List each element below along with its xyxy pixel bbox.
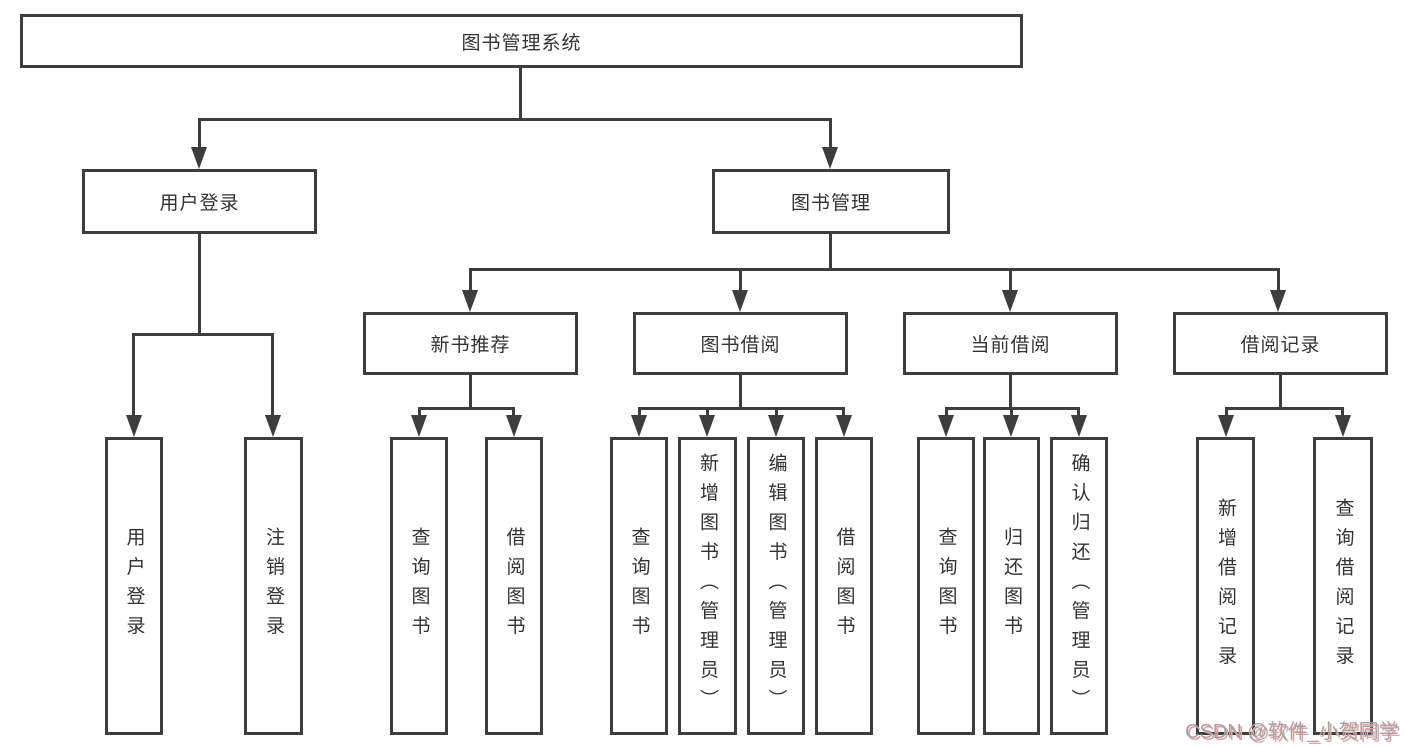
arrowhead-leaf	[768, 415, 784, 437]
leaf-edit-book-admin: 编辑图书（管理员）	[747, 437, 805, 735]
connector-drop-leaf-login	[132, 333, 135, 417]
leaf-confirm-return-admin: 确认归还（管理员）	[1050, 437, 1108, 735]
arrowhead-leaf	[1218, 415, 1234, 437]
leaf-label: 注销登录	[263, 527, 284, 645]
connector-drop	[1077, 407, 1080, 419]
connector-borrow-records-stem	[1279, 375, 1282, 410]
connector-drop	[1010, 407, 1013, 419]
node-label: 当前借阅	[970, 335, 1051, 356]
leaf-return-book: 归还图书	[983, 437, 1040, 735]
arrowhead-leaf	[506, 415, 522, 437]
connector-root-branch	[198, 118, 832, 121]
arrowhead-leaf	[411, 415, 427, 437]
leaf-label: 借阅图书	[833, 527, 855, 645]
node-label: 借阅记录	[1240, 335, 1321, 356]
leaf-user-login: 用户登录	[105, 437, 163, 735]
arrowhead-leaf	[1071, 415, 1087, 437]
leaf-borrow-book-recommend: 借阅图书	[485, 437, 543, 735]
leaf-label: 查询图书	[408, 527, 430, 645]
arrowhead-leaf-logout	[265, 415, 281, 437]
connector-drop	[842, 407, 845, 419]
connector-drop	[418, 407, 421, 419]
node-label: 图书借阅	[700, 335, 781, 356]
arrowhead-leaf	[631, 415, 647, 437]
connector-drop-user-login	[198, 118, 201, 151]
leaf-add-borrow-record: 新增借阅记录	[1196, 437, 1255, 735]
connector-drop-new-book	[469, 268, 472, 293]
connector-user-login-stem	[198, 234, 201, 336]
node-label: 图书管理系统	[461, 32, 582, 54]
leaf-add-book-admin: 新增图书（管理员）	[678, 437, 737, 735]
leaf-label: 新增图书（管理员）	[697, 453, 718, 719]
node-new-book-recommend: 新书推荐	[363, 312, 578, 375]
node-current-borrow: 当前借阅	[903, 312, 1118, 375]
connector-root-stem	[519, 68, 522, 120]
leaf-label: 用户登录	[123, 527, 145, 645]
connector-new-book-branch	[418, 407, 515, 410]
arrowhead-borrow-records	[1270, 290, 1286, 312]
connector-drop-book-borrow	[739, 268, 742, 293]
connector-drop-borrow-records	[1277, 268, 1280, 293]
connector-drop	[945, 407, 948, 419]
connector-drop	[638, 407, 641, 419]
node-book-borrow: 图书借阅	[633, 312, 848, 375]
arrowhead-leaf	[1335, 415, 1351, 437]
connector-user-login-branch	[132, 333, 273, 336]
node-label: 用户登录	[159, 193, 240, 214]
connector-drop	[512, 407, 515, 419]
leaf-label: 归还图书	[1001, 527, 1022, 645]
node-borrow-records: 借阅记录	[1173, 312, 1388, 375]
connector-book-borrow-branch	[638, 407, 845, 410]
leaf-borrow-book: 借阅图书	[815, 437, 873, 735]
node-label: 新书推荐	[430, 335, 511, 356]
leaf-label: 编辑图书（管理员）	[765, 453, 787, 719]
arrowhead-leaf	[1003, 415, 1019, 437]
arrowhead-user-login	[191, 147, 207, 169]
leaf-label: 查询图书	[935, 527, 957, 645]
connector-book-borrow-stem	[739, 375, 742, 410]
leaf-label: 查询借阅记录	[1332, 497, 1354, 675]
leaf-query-borrow-record: 查询借阅记录	[1313, 437, 1373, 735]
node-user-login: 用户登录	[82, 169, 317, 234]
connector-book-management-branch	[469, 268, 1279, 271]
connector-drop	[1341, 407, 1344, 419]
connector-drop-book-management	[829, 118, 832, 151]
connector-book-management-stem	[829, 234, 832, 271]
connector-drop	[775, 407, 778, 419]
arrowhead-leaf-login	[126, 415, 142, 437]
node-label: 图书管理	[790, 193, 871, 214]
leaf-query-book-borrow: 查询图书	[610, 437, 668, 735]
arrowhead-leaf	[938, 415, 954, 437]
leaf-query-book-current: 查询图书	[917, 437, 975, 735]
arrowhead-new-book	[462, 290, 478, 312]
arrowhead-leaf	[699, 415, 715, 437]
connector-drop	[1225, 407, 1228, 419]
leaf-logout: 注销登录	[244, 437, 303, 735]
connector-current-borrow-stem	[1009, 375, 1012, 410]
node-root-library-system: 图书管理系统	[20, 14, 1023, 68]
node-book-management: 图书管理	[712, 169, 950, 234]
arrowhead-book-management	[822, 147, 838, 169]
csdn-watermark: CSDN @软件_小贺同学	[1185, 721, 1399, 743]
leaf-label: 查询图书	[628, 527, 650, 645]
connector-borrow-records-branch	[1225, 407, 1344, 410]
leaf-label: 借阅图书	[503, 527, 525, 645]
leaf-label: 确认归还（管理员）	[1068, 453, 1090, 719]
connector-drop	[706, 407, 709, 419]
arrowhead-book-borrow	[732, 290, 748, 312]
arrowhead-current-borrow	[1002, 290, 1018, 312]
connector-drop-current-borrow	[1009, 268, 1012, 293]
leaf-query-book-recommend: 查询图书	[390, 437, 448, 735]
leaf-label: 新增借阅记录	[1215, 497, 1236, 675]
connector-drop-leaf-logout	[271, 333, 274, 417]
connector-new-book-stem	[469, 375, 472, 410]
arrowhead-leaf	[836, 415, 852, 437]
